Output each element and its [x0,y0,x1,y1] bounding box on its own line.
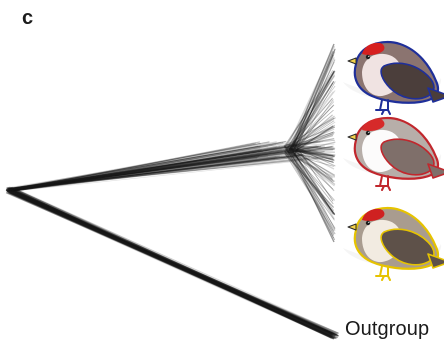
redpoll-bird-icon-blue [343,40,444,115]
panel-letter: c [22,7,34,29]
redpoll-bird-icon-red [343,116,444,191]
tree-branch-lines [5,43,340,340]
outgroup-label: Outgroup [345,318,430,340]
redpoll-bird-icon-yellow [343,206,444,281]
